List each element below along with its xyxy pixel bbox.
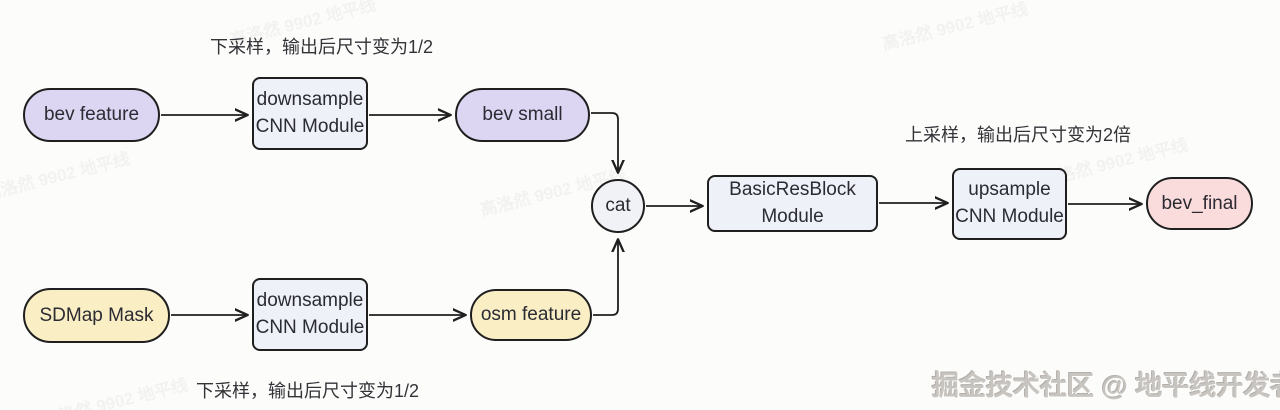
node-cat: cat	[591, 179, 645, 233]
node-osm-feature: osm feature	[470, 289, 592, 341]
annotation-downsample-bottom: 下采样，输出后尺寸变为1/2	[196, 381, 420, 401]
node-bev-final: bev_final	[1146, 177, 1253, 230]
community-watermark: 掘金技术社区 @ 地平线开发者	[932, 371, 1280, 401]
annotation-upsample-right: 上采样，输出后尺寸变为2倍	[905, 125, 1132, 145]
edge-osm-cat	[593, 240, 618, 316]
node-bev-feature: bev feature	[23, 88, 160, 142]
annotation-downsample-top: 下采样，输出后尺寸变为1/2	[210, 37, 434, 57]
node-bev-small: bev small	[455, 88, 590, 142]
node-downsample-cnn-module-top: downsample CNN Module	[252, 77, 368, 150]
node-upsample-cnn-module: upsample CNN Module	[952, 168, 1067, 240]
node-sdmap-mask: SDMap Mask	[23, 288, 170, 343]
edge-bevsmall-cat	[591, 112, 618, 172]
node-basicresblock-module: BasicResBlock Module	[707, 175, 878, 232]
node-downsample-cnn-module-bottom: downsample CNN Module	[252, 278, 368, 351]
